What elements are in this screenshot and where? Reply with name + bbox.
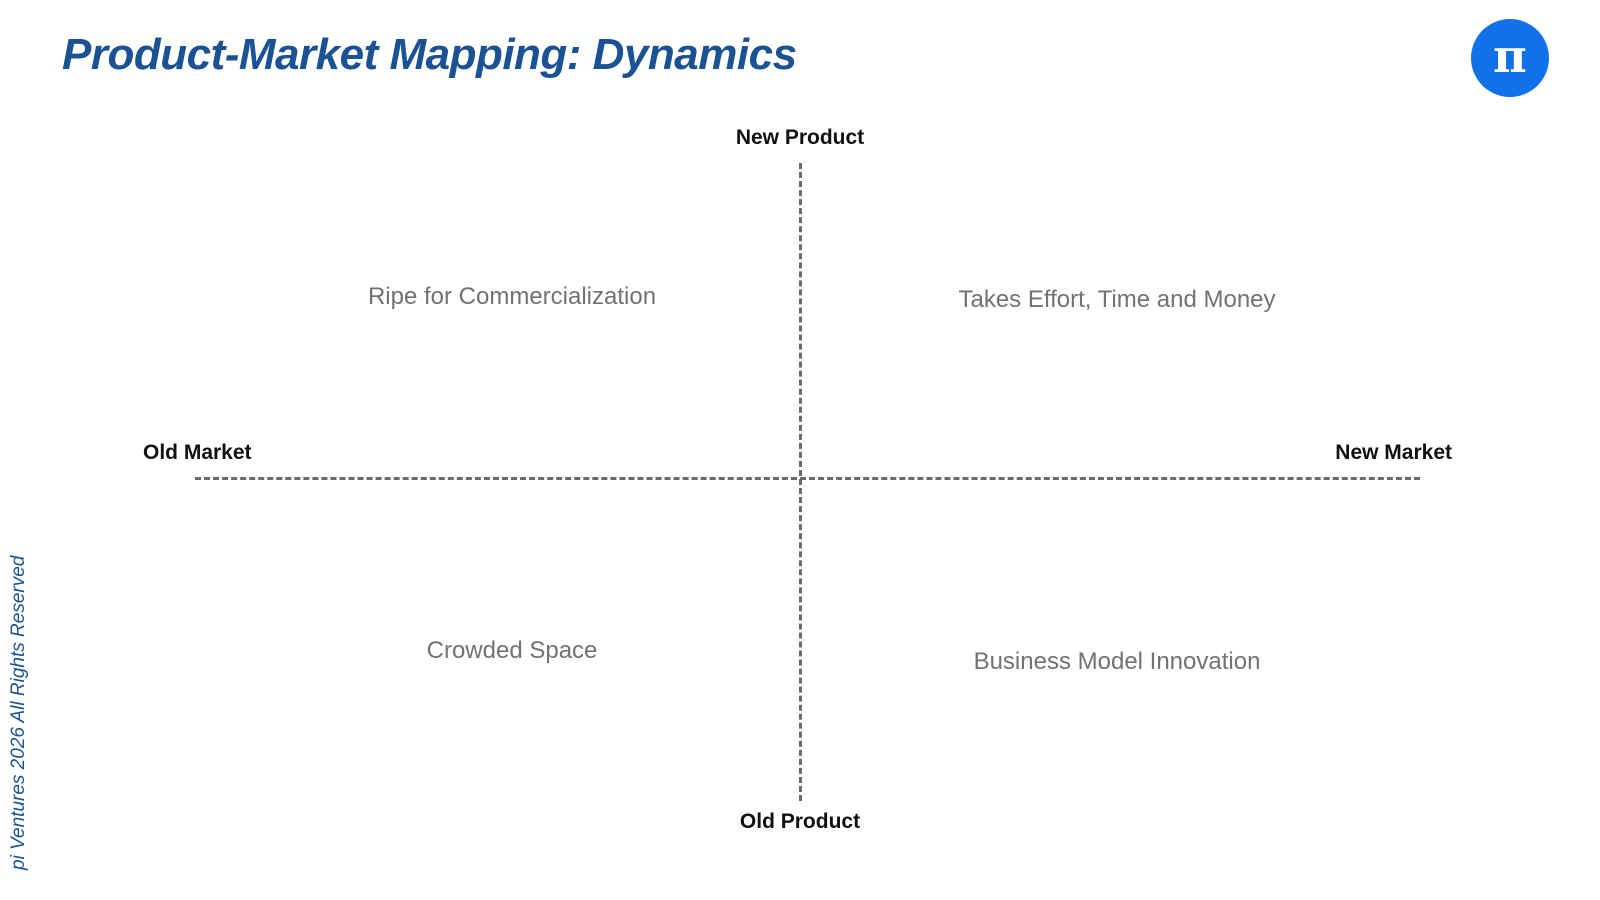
quadrant-label-bottom-right: Business Model Innovation [973, 648, 1261, 675]
pi-ventures-logo: π [1471, 19, 1549, 97]
axis-label-new-product: New Product [735, 126, 865, 149]
vertical-axis-dashed-line [799, 163, 802, 801]
quadrant-label-top-right: Takes Effort, Time and Money [958, 286, 1276, 313]
horizontal-axis-dashed-line [195, 477, 1420, 480]
quadrant-label-top-left: Ripe for Commercialization [367, 283, 657, 310]
pi-symbol-icon: π [1493, 29, 1527, 83]
axis-label-new-market: New Market [1335, 441, 1452, 464]
axis-label-old-market: Old Market [143, 441, 252, 464]
quadrant-label-bottom-left: Crowded Space [426, 637, 598, 664]
page-title: Product-Market Mapping: Dynamics [62, 30, 797, 79]
axis-label-old-product: Old Product [739, 810, 861, 833]
